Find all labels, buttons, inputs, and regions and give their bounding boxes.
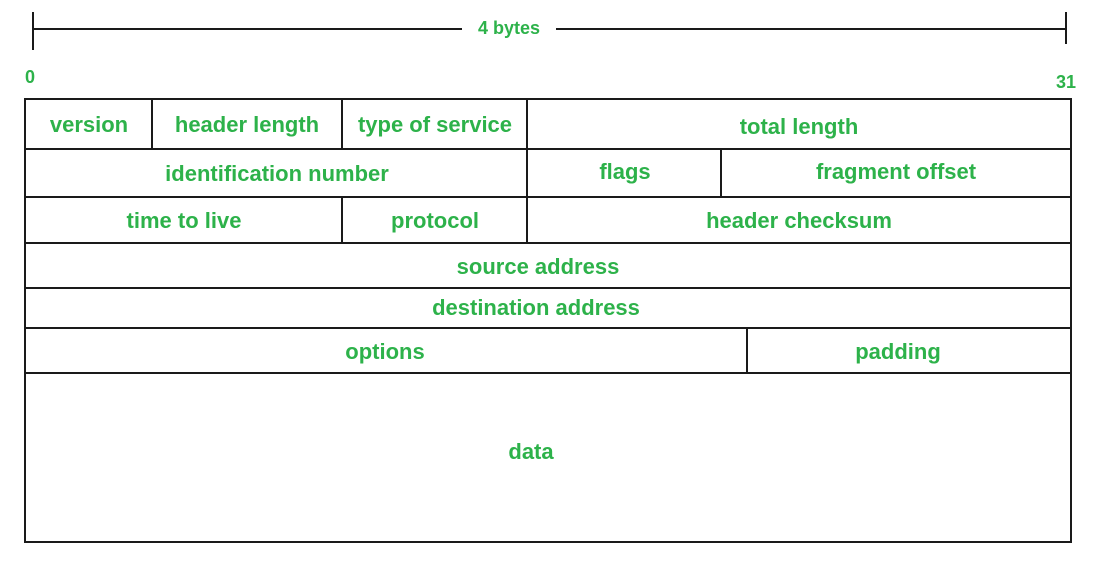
field-type-of-service: type of service — [357, 112, 513, 137]
field-data: data — [508, 439, 554, 464]
ipv4-header-diagram: version header length type of service to… — [24, 98, 1072, 543]
ruler-label: 4 bytes — [478, 18, 540, 38]
row-divider-4 — [26, 287, 1070, 289]
field-total-length: total length — [739, 114, 859, 139]
row-divider-6 — [26, 372, 1070, 374]
col-divider-protocol — [341, 196, 343, 242]
row-divider-5 — [26, 327, 1070, 329]
byte-width-ruler: 4 bytes — [32, 12, 1067, 50]
col-divider-header-length — [341, 100, 343, 148]
field-padding: padding — [855, 339, 941, 364]
col-divider-options — [746, 327, 748, 373]
row-divider-1 — [26, 148, 1070, 150]
field-time-to-live: time to live — [126, 208, 242, 233]
col-divider-type-of-service — [526, 100, 528, 244]
field-identification-number: identification number — [165, 161, 389, 186]
field-protocol: protocol — [391, 208, 479, 233]
field-source-address: source address — [456, 254, 620, 279]
col-divider-version — [151, 100, 153, 148]
field-options: options — [345, 339, 425, 364]
field-header-length: header length — [174, 112, 320, 137]
row-divider-2 — [26, 196, 1070, 198]
field-version: version — [49, 112, 129, 137]
row-divider-3 — [26, 242, 1070, 244]
field-header-checksum: header checksum — [706, 208, 892, 233]
field-fragment-offset: fragment offset — [815, 159, 977, 184]
field-destination-address: destination address — [432, 295, 640, 320]
col-divider-flags — [720, 148, 722, 196]
field-flags: flags — [599, 159, 651, 184]
bit-index-start: 0 — [25, 67, 36, 87]
bit-index-end: 31 — [1056, 72, 1077, 92]
